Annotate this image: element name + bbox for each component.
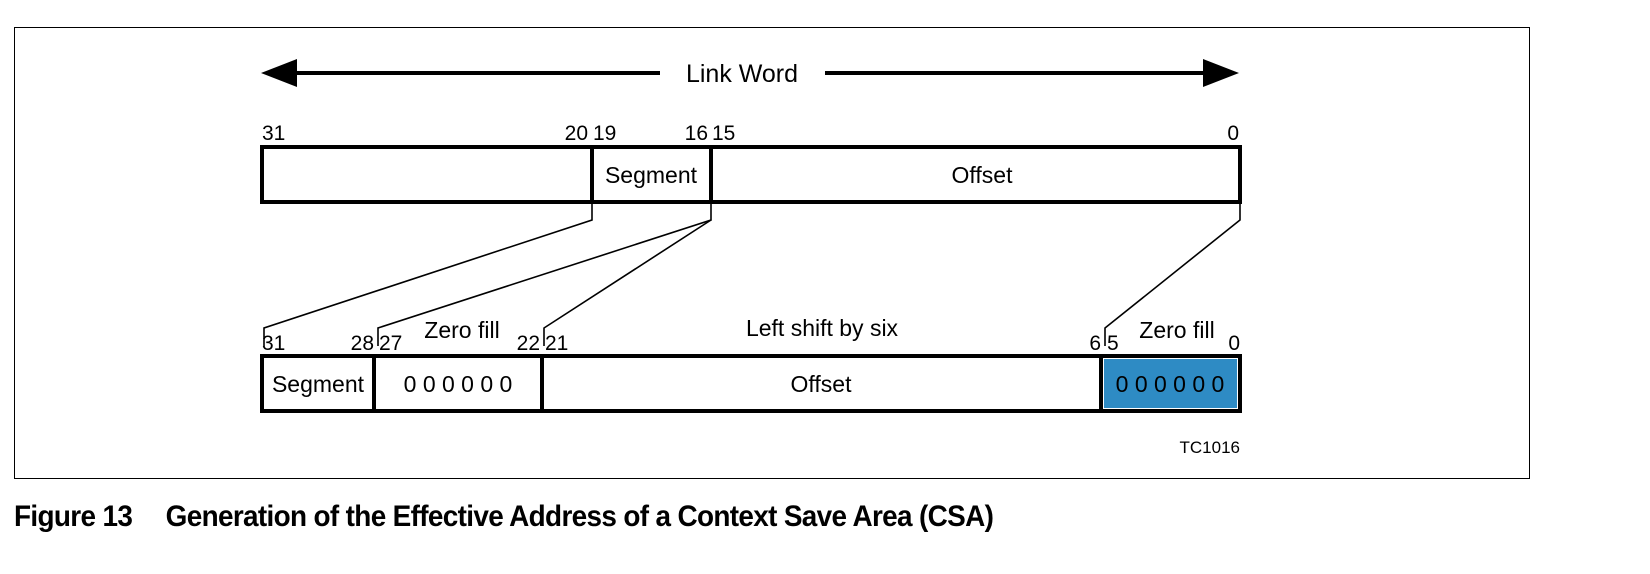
connector-lines bbox=[263, 202, 1241, 346]
figure-caption: Figure 13 Generation of the Effective Ad… bbox=[14, 492, 1521, 542]
bottom-bit-label-27: 27 bbox=[379, 332, 402, 355]
figure-caption-number: Figure 13 bbox=[14, 500, 133, 533]
bottom-field-offset-label: Offset bbox=[791, 371, 853, 397]
bottom-bit-label-31: 31 bbox=[262, 332, 285, 355]
top-bit-label-20: 20 bbox=[565, 122, 588, 145]
bottom-register bbox=[260, 354, 1242, 413]
bottom-field-zerofill-right-value: 0 0 0 0 0 0 bbox=[1116, 371, 1225, 397]
top-bit-label-31: 31 bbox=[262, 122, 285, 145]
bottom-bit-label-21: 21 bbox=[545, 332, 568, 355]
top-bit-label-0: 0 bbox=[1227, 122, 1239, 145]
figure-caption-text: Generation of the Effective Address of a… bbox=[165, 500, 994, 533]
link-word-label: Link Word bbox=[686, 60, 798, 88]
note-zero-fill-right: Zero fill bbox=[1139, 317, 1214, 343]
figure-tag: TC1016 bbox=[1180, 438, 1240, 457]
link-word-arrow bbox=[261, 59, 1239, 87]
bottom-bit-label-22: 22 bbox=[517, 332, 540, 355]
bottom-bit-label-5: 5 bbox=[1107, 332, 1119, 355]
bottom-field-zerofill-left-value: 0 0 0 0 0 0 bbox=[404, 371, 513, 397]
figure-frame: Link Word 31 20 19 16 15 0 Segment Offse… bbox=[14, 27, 1530, 479]
top-bit-label-19: 19 bbox=[593, 122, 616, 145]
bit-field-diagram: Link Word 31 20 19 16 15 0 Segment Offse… bbox=[260, 59, 1242, 457]
top-bit-label-15: 15 bbox=[712, 122, 735, 145]
bottom-bit-label-28: 28 bbox=[351, 332, 374, 355]
top-register bbox=[260, 145, 1242, 204]
bottom-bit-label-6: 6 bbox=[1089, 332, 1101, 355]
bottom-field-segment-label: Segment bbox=[272, 371, 365, 397]
top-bit-label-16: 16 bbox=[685, 122, 708, 145]
bottom-bit-label-0: 0 bbox=[1228, 332, 1240, 355]
top-field-segment-label: Segment bbox=[605, 162, 698, 188]
highlight-zero-fill-block bbox=[1104, 359, 1237, 408]
note-zero-fill-left: Zero fill bbox=[424, 317, 499, 343]
top-field-offset-label: Offset bbox=[952, 162, 1014, 188]
note-left-shift: Left shift by six bbox=[746, 315, 899, 341]
